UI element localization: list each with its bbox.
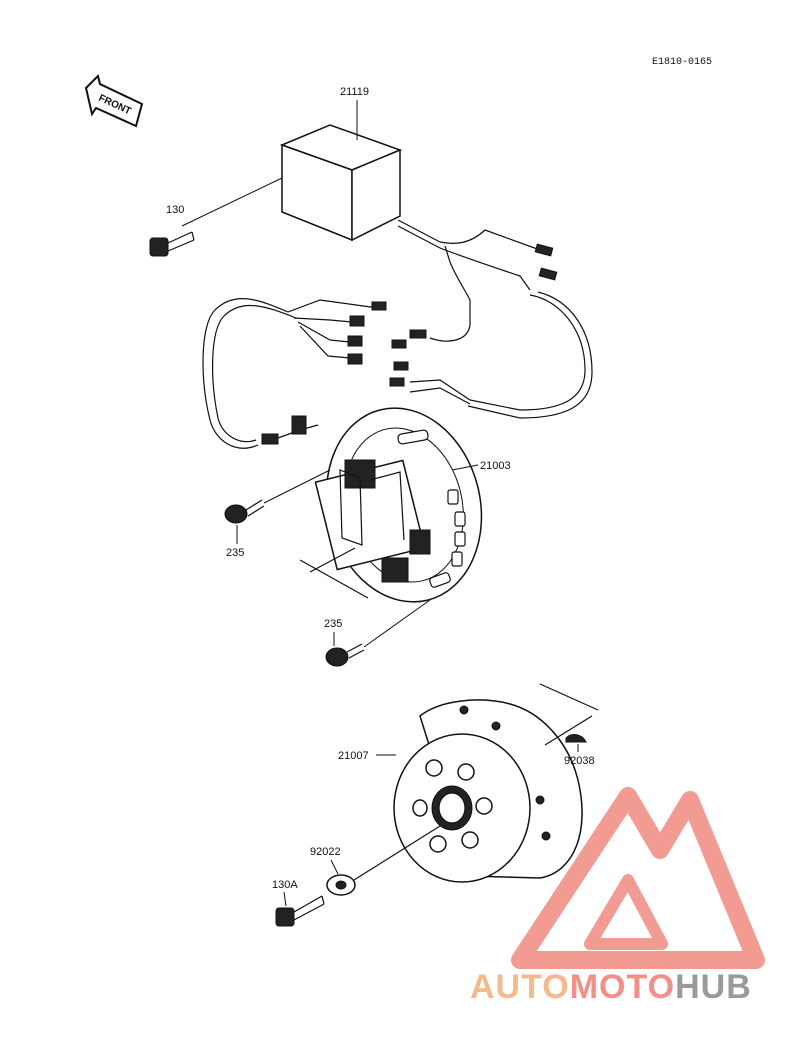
rotor-flywheel	[393, 699, 583, 883]
callout-235-left: 235	[226, 547, 244, 559]
callout-21007: 21007	[338, 750, 369, 762]
screw-235-left	[224, 499, 265, 524]
woodruff-key-92038	[565, 734, 587, 743]
callout-235-lower: 235	[324, 618, 342, 630]
callout-130: 130	[166, 204, 184, 216]
leader-130a	[283, 891, 287, 907]
washer-axis	[353, 825, 441, 881]
bolt-130a	[275, 895, 325, 927]
watermark-logo	[511, 787, 765, 969]
leader-21003	[451, 464, 479, 471]
leader-130	[181, 177, 283, 227]
stator-harness	[202, 298, 387, 449]
watermark-moto: MOTO	[570, 968, 675, 1006]
stator-assembly	[299, 407, 483, 603]
callout-92038: 92038	[564, 755, 595, 767]
watermark-auto: AUTO	[470, 968, 570, 1006]
callout-92022: 92022	[310, 846, 341, 858]
diagram-code: E1810-0165	[652, 57, 712, 68]
leader-92022	[330, 859, 339, 875]
callout-130a: 130A	[272, 879, 298, 891]
watermark-brand: AUTOMOTOHUB	[470, 968, 752, 1006]
key-axis	[544, 715, 593, 746]
front-arrow: FRONT	[84, 74, 144, 128]
cdi-unit	[279, 124, 441, 249]
bolt-130	[149, 231, 195, 257]
rotor-axis	[539, 683, 599, 711]
leader-235-left	[263, 469, 331, 504]
callout-21003: 21003	[480, 460, 511, 472]
watermark-hub: HUB	[675, 968, 752, 1006]
washer-92022	[326, 874, 356, 896]
cdi-harness	[389, 229, 593, 419]
leader-235-lower	[363, 599, 431, 648]
callout-21119: 21119	[340, 86, 369, 98]
screw-235-lower	[325, 643, 365, 667]
